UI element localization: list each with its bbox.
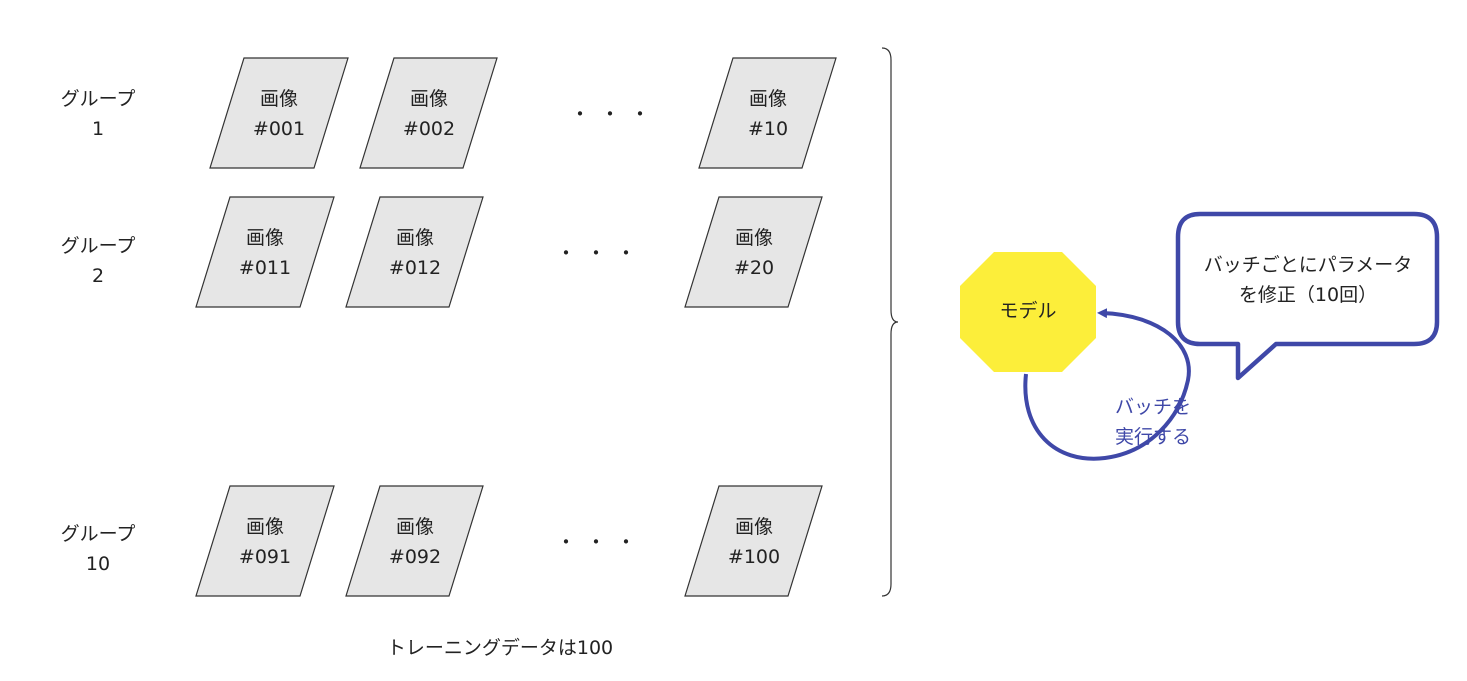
group-label-2: グループ 2 <box>38 231 158 291</box>
batch-run-label: バッチを 実行する <box>1098 392 1208 452</box>
callout-line1: バッチごとにパラメータ <box>1203 254 1413 276</box>
batch-run-line1: バッチを <box>1114 396 1191 418</box>
image-id: #012 <box>388 257 442 279</box>
group-number: 10 <box>85 553 111 575</box>
image-shape <box>684 196 823 308</box>
image-id: #001 <box>252 118 306 140</box>
image-shape <box>345 485 484 597</box>
batch-run-line2: 実行する <box>1114 426 1191 448</box>
image-label: 画像 #012 <box>360 223 470 283</box>
image-shape <box>209 57 349 169</box>
image-title: 画像 <box>245 227 284 249</box>
image-title: 画像 <box>409 88 448 110</box>
group-label-text: グループ <box>60 88 136 110</box>
group-number: 1 <box>91 118 105 140</box>
image-title: 画像 <box>395 227 434 249</box>
curly-brace <box>881 47 899 597</box>
image-label: 画像 #001 <box>224 84 334 144</box>
image-label: 画像 #092 <box>360 512 470 572</box>
group-number: 2 <box>91 265 105 287</box>
image-shape <box>698 57 837 169</box>
image-shape <box>684 485 823 597</box>
image-title: 画像 <box>734 516 773 538</box>
image-label: 画像 #100 <box>699 512 809 572</box>
image-id: #002 <box>402 118 456 140</box>
image-id: #100 <box>727 546 781 568</box>
model-label: モデル <box>999 300 1057 322</box>
image-shape <box>195 485 335 597</box>
image-id: #091 <box>238 546 292 568</box>
ellipsis: ・・・ <box>570 102 660 126</box>
image-title: 画像 <box>259 88 298 110</box>
image-label: 画像 #20 <box>699 223 809 283</box>
image-label: 画像 #002 <box>374 84 484 144</box>
group-label-10: グループ 10 <box>38 519 158 579</box>
ellipsis: ・・・ <box>556 241 646 265</box>
image-shape <box>195 196 335 308</box>
callout-bubble <box>1175 211 1440 381</box>
group-label-text: グループ <box>60 235 136 257</box>
group-label-1: グループ 1 <box>38 84 158 144</box>
image-title: 画像 <box>245 516 284 538</box>
image-label: 画像 #011 <box>210 223 320 283</box>
training-data-caption: トレーニングデータは100 <box>386 637 614 659</box>
image-id: #011 <box>238 257 292 279</box>
image-title: 画像 <box>395 516 434 538</box>
model-octagon <box>960 252 1096 372</box>
image-label: 画像 #091 <box>210 512 320 572</box>
callout-text: バッチごとにパラメータ を修正（10回） <box>1184 250 1432 310</box>
image-title: 画像 <box>748 88 787 110</box>
image-id: #092 <box>388 546 442 568</box>
image-shape <box>359 57 498 169</box>
group-label-text: グループ <box>60 523 136 545</box>
callout-line2: を修正（10回） <box>1238 284 1378 306</box>
image-id: #20 <box>733 257 775 279</box>
image-id: #10 <box>747 118 789 140</box>
image-shape <box>345 196 484 308</box>
ellipsis: ・・・ <box>556 530 646 554</box>
image-label: 画像 #10 <box>713 84 823 144</box>
batch-loop-arrow <box>1023 308 1191 461</box>
image-title: 画像 <box>734 227 773 249</box>
